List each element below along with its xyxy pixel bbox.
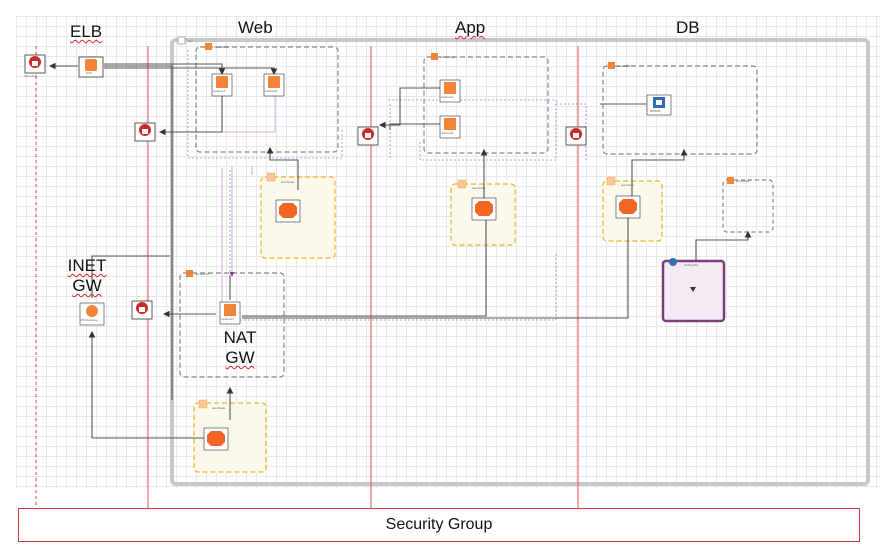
security-group-caption: SecurityG bbox=[24, 74, 38, 78]
asg-caption: autoScale bbox=[212, 406, 226, 410]
igw-caption: VPCGateway bbox=[80, 318, 99, 322]
security-group-icon bbox=[131, 300, 153, 320]
nat-gateway-label: NAT GW bbox=[223, 328, 257, 367]
solid-connectors bbox=[48, 62, 752, 439]
group-header-icons bbox=[177, 36, 734, 409]
purple-connectors bbox=[218, 96, 276, 320]
security-group-label: Security Group bbox=[385, 516, 493, 533]
autoscaling-icon bbox=[615, 195, 641, 219]
instance-caption: InstanceB bbox=[264, 89, 278, 93]
column-label-db: DB bbox=[676, 18, 700, 37]
vpc-container bbox=[170, 38, 870, 486]
security-group-box: Security Group bbox=[18, 508, 860, 542]
subnet-web bbox=[195, 46, 339, 153]
instance-caption: InstanceA bbox=[212, 89, 226, 93]
internet-gateway-icon bbox=[79, 302, 105, 326]
column-label-elb: ELB bbox=[70, 22, 103, 41]
subnet-db bbox=[602, 65, 758, 155]
autoscaling-icon bbox=[275, 199, 301, 223]
subnet-pub-caption: subnetPub bbox=[195, 272, 210, 276]
autoscaling-icon bbox=[471, 197, 497, 221]
security-group-icon bbox=[357, 126, 379, 146]
asg-caption: autoScale bbox=[281, 180, 295, 184]
nat-instance-caption: InstanceN bbox=[220, 317, 234, 321]
ec2-instance-icon bbox=[219, 301, 241, 325]
column-label-web: Web bbox=[238, 18, 273, 37]
subnet-db-2-caption: subnetDB bbox=[736, 179, 750, 183]
column-label-app: App bbox=[455, 18, 486, 37]
ec2-instance-icon bbox=[263, 73, 285, 97]
rds-db-icon bbox=[646, 94, 672, 116]
subnet-app bbox=[423, 56, 549, 154]
security-group-icon bbox=[24, 54, 46, 74]
elb-icon bbox=[78, 56, 104, 78]
subnet-web-caption: subnetWeb bbox=[214, 45, 230, 49]
scaling-caption: ScalingPol bbox=[684, 263, 699, 267]
ec2-instance-icon bbox=[439, 79, 461, 103]
asg-caption: autoScale bbox=[621, 183, 635, 187]
instance-caption: InstanceA bbox=[440, 95, 454, 99]
dotted-connectors bbox=[187, 50, 587, 321]
subnet-db-2 bbox=[722, 179, 774, 233]
ec2-instance-icon bbox=[439, 115, 461, 139]
elb-caption: ELB bbox=[86, 71, 92, 75]
security-group-icon bbox=[134, 122, 156, 142]
ec2-instance-icon bbox=[211, 73, 233, 97]
instance-caption: InstanceB bbox=[440, 131, 454, 135]
subnet-app-caption: subnetApp bbox=[440, 55, 455, 59]
subnet-db-caption: subnetDB bbox=[617, 64, 631, 68]
inet-gateway-label: INET GW bbox=[67, 256, 107, 295]
security-group-icon bbox=[565, 126, 587, 146]
scaling-arrow-icon bbox=[690, 287, 696, 292]
asg-caption: autoScale bbox=[472, 186, 486, 190]
autoscaling-icon bbox=[203, 427, 229, 451]
vpc-caption: vpc bbox=[188, 39, 193, 43]
rds-caption: RDSDB bbox=[650, 109, 661, 113]
